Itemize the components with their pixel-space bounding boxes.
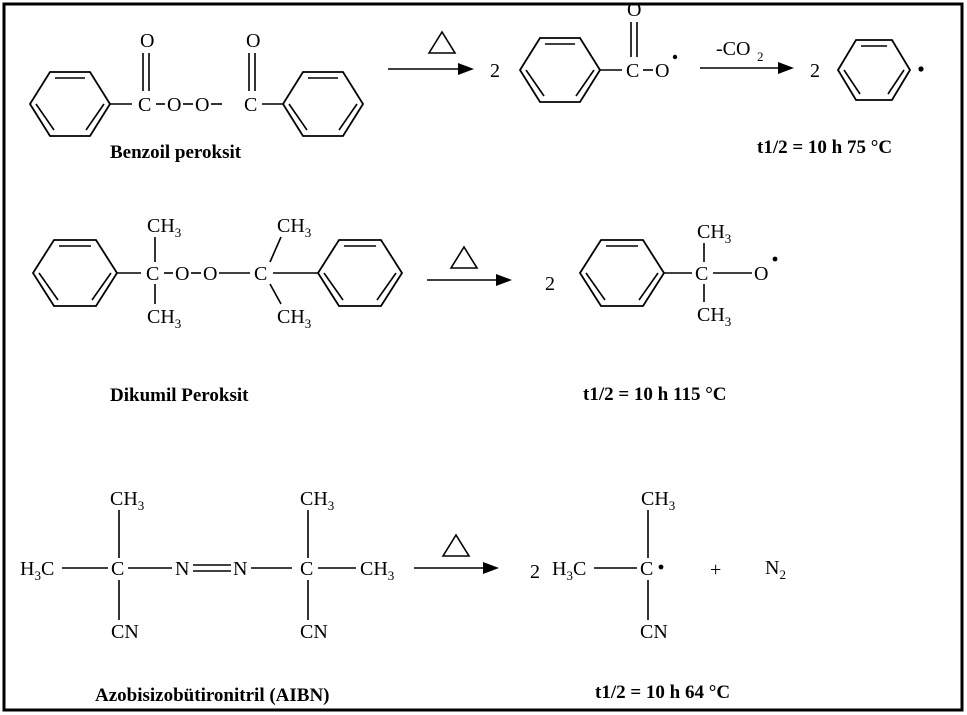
radical-dot-icon <box>772 256 778 262</box>
atom-n: N <box>233 558 247 580</box>
methyl-group: CH3 <box>147 215 181 240</box>
triangle-heat-icon <box>441 533 471 557</box>
atom-o: O <box>203 263 217 285</box>
atom-o: O <box>627 0 641 21</box>
nitrile-group: CN <box>111 621 139 643</box>
reaction-dicumyl-peroxide: CH3 C CH3 O O CH3 C CH3 Dikumil Peroksit… <box>31 215 778 406</box>
methyl-group: CH3 <box>697 304 731 329</box>
triangle-heat-icon <box>449 245 479 269</box>
atom-o: O <box>175 263 189 285</box>
atom-c: C <box>300 558 313 580</box>
benzene-ring-icon <box>31 239 119 307</box>
radical-dot-icon <box>658 564 664 570</box>
atom-c: C <box>254 263 267 285</box>
reaction-arrow-icon <box>700 62 794 74</box>
reaction-benzoyl-peroxide: O C O O O C Benzoil peroksit 2 <box>28 0 924 163</box>
methyl-group: H3C <box>20 558 54 583</box>
radical-dot-icon <box>918 66 924 72</box>
reaction-arrow-icon <box>388 63 474 75</box>
atom-n: N <box>175 558 189 580</box>
compound-name: Benzoil peroksit <box>110 142 242 163</box>
compound-name: Dikumil Peroksit <box>110 385 249 406</box>
half-life: t1/2 = 10 h 64 °C <box>595 682 730 703</box>
nitrile-group: CN <box>640 621 668 643</box>
reaction-aibn: H3C CH3 C CN N N CH3 C CN CH3 Azobisizob… <box>20 488 786 706</box>
nitrile-group: CN <box>300 621 328 643</box>
methyl-group: CH3 <box>277 215 311 240</box>
methyl-group: CH3 <box>300 488 334 513</box>
half-life: t1/2 = 10 h 115 °C <box>583 384 727 405</box>
atom-c: C <box>695 263 708 285</box>
atom-c: C <box>138 94 151 116</box>
reaction-arrow-icon <box>427 274 512 286</box>
coefficient: 2 <box>810 60 820 82</box>
benzene-ring-icon <box>28 71 112 137</box>
byproduct-subscript: 2 <box>757 49 764 64</box>
coefficient: 2 <box>530 561 540 583</box>
plus-sign: + <box>710 559 721 581</box>
half-life: t1/2 = 10 h 75 °C <box>757 137 892 158</box>
benzene-ring-icon <box>518 37 602 103</box>
atom-o: O <box>195 94 209 116</box>
radical-dot-icon <box>672 54 678 60</box>
atom-c: C <box>626 60 639 82</box>
benzene-ring-icon <box>836 39 912 101</box>
atom-c: C <box>146 263 159 285</box>
byproduct-label: -CO <box>716 38 750 60</box>
benzene-ring-icon <box>316 239 404 307</box>
nitrogen-molecule: N2 <box>765 557 786 582</box>
methyl-group: CH3 <box>641 488 675 513</box>
methyl-group: CH3 <box>277 306 311 331</box>
atom-c: C <box>244 94 257 116</box>
coefficient: 2 <box>490 60 500 82</box>
atom-o: O <box>246 30 260 52</box>
reaction-arrow-icon <box>414 562 499 574</box>
atom-c: C <box>111 558 124 580</box>
atom-c: C <box>640 558 653 580</box>
methyl-group: CH3 <box>147 306 181 331</box>
atom-o: O <box>655 60 669 82</box>
compound-name: Azobisizobütironitril (AIBN) <box>95 685 330 706</box>
methyl-group: CH3 <box>110 488 144 513</box>
coefficient: 2 <box>545 273 555 295</box>
methyl-group: H3C <box>552 558 586 583</box>
atom-o: O <box>754 263 768 285</box>
atom-o: O <box>140 30 154 52</box>
triangle-heat-icon <box>427 30 457 54</box>
methyl-group: CH3 <box>360 558 394 583</box>
methyl-group: CH3 <box>697 221 731 246</box>
benzene-ring-icon <box>578 239 666 307</box>
atom-o: O <box>167 94 181 116</box>
benzene-ring-icon <box>281 71 365 137</box>
